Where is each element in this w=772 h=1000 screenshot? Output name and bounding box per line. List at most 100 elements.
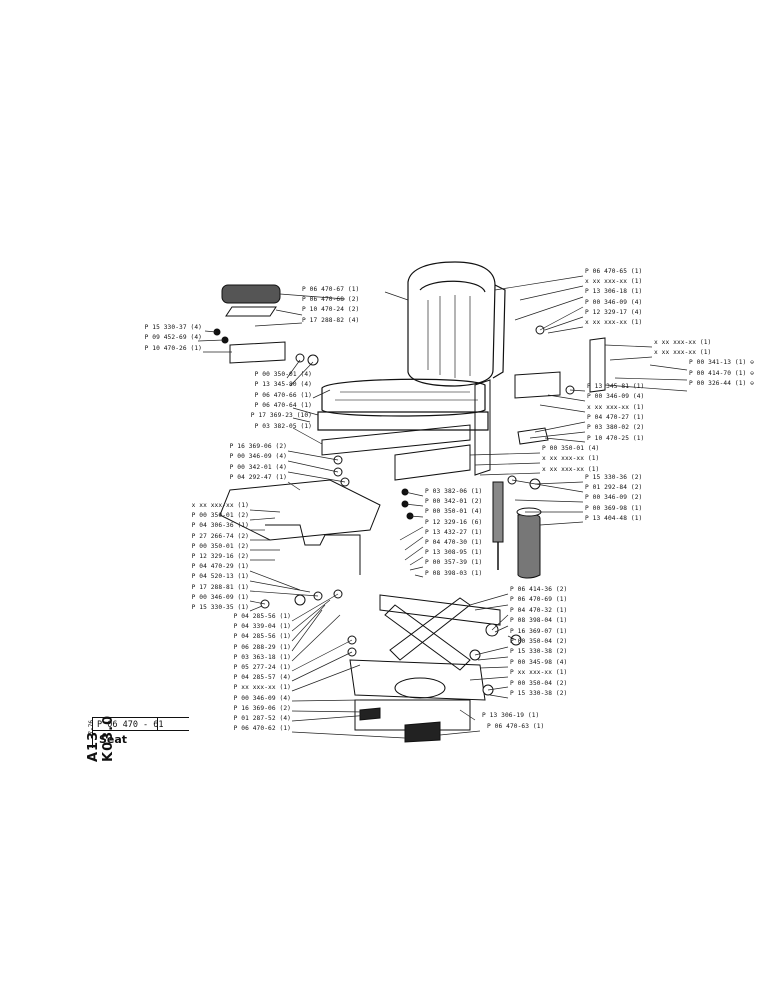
part-number: P 06 470 - 61 [97,720,164,730]
part-label-left-lower-0: x xx xxx-xx (1) [191,502,249,509]
seat-cushion [317,378,489,431]
part-label-center-shock-3: P 12 329-16 (6) [425,518,483,526]
part-label-center-mid-0: P 00 350-01 (4) [254,371,312,378]
part-label-top-center-3: P 17 288-82 (4) [302,316,360,324]
part-label-right-top-1: x xx xxx-xx (1) [585,278,643,286]
part-label-shock-right-3: P 00 369-98 (1) [585,504,643,512]
part-label-left-lower-7: P 04 520-13 (1) [191,573,249,581]
part-label-bottom-left-2: P 04 285-56 (1) [233,633,291,641]
part-label-center-shock-8: P 08 398-03 (1) [425,569,483,577]
part-label-bottom-left-5: P 05 277-24 (1) [233,664,291,671]
part-label-right-top-0: P 06 470-65 (1) [585,268,643,275]
sheet-title: Seat [99,733,128,746]
part-label-left-top-0: P 15 330-37 (4) [144,324,202,331]
part-label-right-top-5: x xx xxx-xx (1) [585,319,643,326]
part-label-top-center-2: P 10 470-24 (2) [302,306,360,314]
part-label-bottom-left-3: P 06 288-29 (1) [233,643,291,651]
part-label-shock-right-4: P 13 404-48 (1) [585,514,643,522]
part-label-left-mid-2: P 00 342-01 (4) [229,463,287,471]
part-label-right-top-4: P 12 329-17 (4) [585,308,643,316]
part-label-left-lower-5: P 12 329-16 (2) [191,553,249,560]
part-label-left-lower-9: P 00 346-09 (1) [191,593,249,601]
part-label-center-shock-5: P 04 470-30 (1) [425,539,483,546]
part-label-bottom-right-8: P xx xxx-xx (1) [510,669,568,677]
part-label-right-bracket-4: P 00 326-44 (1) ⊖ [689,379,755,387]
part-label-right-mid-0: P 13 345-81 (1) [587,383,645,390]
part-label-shock-right-0: P 15 330-36 (2) [585,474,643,481]
title-divider [157,718,158,730]
part-label-bottom-right-6: P 15 330-38 (2) [510,648,568,656]
leader-lines [197,275,688,739]
part-label-center-right-1: x xx xxx-xx (1) [542,455,600,463]
part-label-center-mid-4: P 17 369-23 (10) [250,412,312,420]
part-label-bottom-right-3: P 08 398-04 (1) [510,617,568,625]
part-label-left-lower-2: P 04 306-36 (1) [191,522,249,530]
part-label-center-mid-5: P 03 382-05 (1) [254,422,312,430]
part-label-right-bracket-2: P 00 341-13 (1) ⊖ [689,359,755,367]
part-label-center-mid-1: P 13 345-80 (4) [254,381,312,389]
part-label-right-top-2: P 13 306-18 (1) [585,288,643,296]
scissor-suspension [349,594,501,743]
part-label-bottom-left-4: P 03 363-18 (1) [233,653,291,661]
part-label-center-shock-0: P 03 382-06 (1) [425,488,483,495]
part-label-bottom-center-1: P 06 470-63 (1) [487,723,545,730]
part-label-left-lower-1: P 00 350-01 (2) [191,512,249,520]
seat-rails [229,337,606,481]
title-rule [93,730,189,731]
part-label-right-mid-3: P 04 470-27 (1) [587,413,645,421]
part-label-bottom-right-4: P 16 369-07 (1) [510,627,568,635]
part-label-right-top-3: P 00 346-09 (4) [585,298,643,306]
part-label-right-bracket-0: x xx xxx-xx (1) [654,339,712,346]
part-label-center-right-0: P 00 350-01 (4) [542,445,600,452]
part-label-bottom-right-9: P 00 350-04 (2) [510,679,568,687]
part-label-bottom-left-0: P 04 285-56 (1) [233,613,291,620]
part-label-left-lower-6: P 04 470-29 (1) [191,563,249,571]
part-label-bottom-right-0: P 06 414-36 (2) [510,586,568,593]
part-label-bottom-left-7: P xx xxx-xx (1) [233,684,291,692]
part-label-left-top-2: P 10 470-26 (1) [144,344,202,352]
part-label-center-mid-3: P 06 470-64 (1) [254,401,312,409]
part-label-right-mid-2: x xx xxx-xx (1) [587,403,645,411]
part-label-right-bracket-1: x xx xxx-xx (1) [654,349,712,357]
part-label-top-center-1: P 06 470-68 (2) [302,296,360,304]
part-label-center-mid-2: P 06 470-66 (1) [254,391,312,399]
part-label-bottom-right-7: P 00 345-98 (4) [510,658,568,666]
part-label-center-shock-2: P 00 350-01 (4) [425,508,483,516]
part-label-shock-right-1: P 01 292-84 (2) [585,484,643,492]
part-label-right-mid-4: P 03 380-02 (2) [587,424,645,432]
armrest-pad [221,284,281,317]
part-label-right-bracket-3: P 00 414-70 (1) ⊖ [689,369,755,377]
adjuster-bracket [219,479,381,575]
part-label-left-lower-3: P 27 266-74 (2) [191,532,249,540]
part-label-bottom-right-10: P 15 330-38 (2) [510,690,568,697]
part-label-center-shock-1: P 00 342-01 (2) [425,498,483,506]
part-label-left-mid-0: P 16 369-06 (2) [229,443,287,450]
title-block: P 06 470 - 61 Seat [92,717,189,748]
part-label-left-lower-4: P 00 350-01 (2) [191,542,249,550]
part-label-right-mid-5: P 10 470-25 (1) [587,434,645,442]
part-label-left-mid-3: P 04 292-47 (1) [229,473,287,481]
part-label-bottom-right-2: P 04 470-32 (1) [510,606,568,614]
part-label-left-lower-10: P 15 330-35 (1) [191,604,249,611]
part-label-bottom-left-1: P 04 339-04 (1) [233,623,291,631]
part-label-right-mid-1: P 00 346-09 (4) [587,393,645,401]
part-label-bottom-left-8: P 00 346-09 (4) [233,694,291,702]
shock-absorber [492,481,542,579]
part-label-bottom-left-11: P 06 470-62 (1) [233,725,291,733]
part-label-left-mid-1: P 00 346-09 (4) [229,453,287,461]
part-label-left-lower-8: P 17 288-81 (1) [191,583,249,591]
part-label-bottom-center-0: P 13 306-19 (1) [482,712,540,719]
part-label-bottom-left-10: P 01 287-52 (4) [233,715,291,722]
part-label-center-shock-4: P 13 432-27 (1) [425,528,483,536]
part-label-shock-right-2: P 00 346-09 (2) [585,494,643,502]
part-label-center-shock-6: P 13 308-95 (1) [425,549,483,557]
part-label-bottom-right-5: P 00 350-04 (2) [510,638,568,645]
part-label-bottom-right-1: P 06 470-69 (1) [510,596,568,604]
part-label-left-top-1: P 09 452-69 (4) [144,334,202,342]
part-label-bottom-left-9: P 16 369-06 (2) [233,704,291,712]
part-label-center-right-2: x xx xxx-xx (1) [542,465,600,473]
part-label-center-shock-7: P 00 357-39 (1) [425,559,483,567]
part-label-top-center-0: P 06 470-67 (1) [302,286,360,293]
part-label-bottom-left-6: P 04 285-57 (4) [233,674,291,682]
